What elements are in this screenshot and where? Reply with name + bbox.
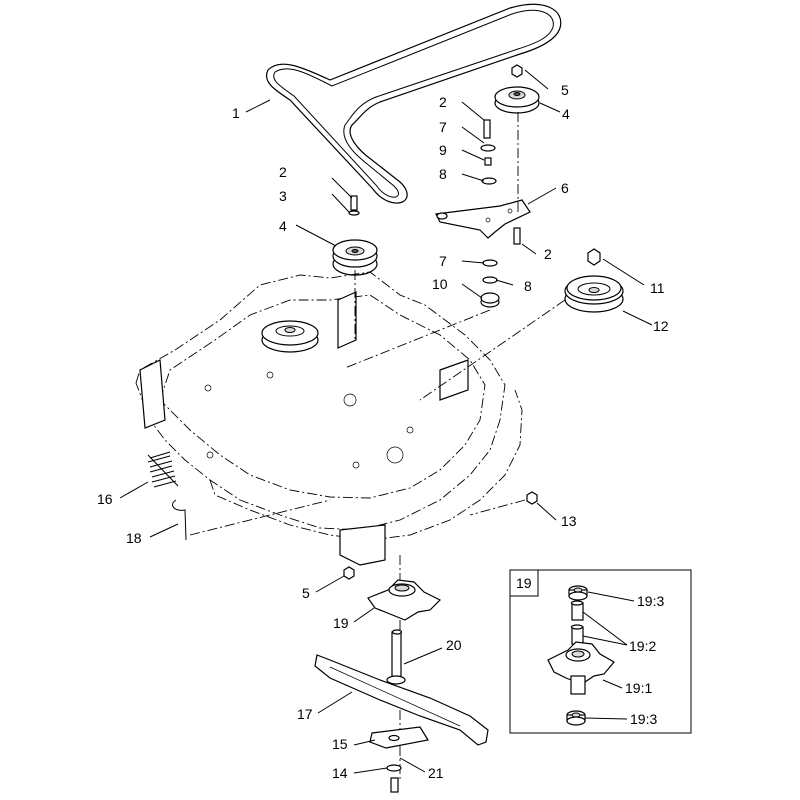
spindle-pulley bbox=[564, 248, 624, 313]
leader-lines bbox=[119, 69, 653, 774]
callout-5b: 5 bbox=[302, 585, 310, 601]
callout-8b: 8 bbox=[524, 278, 532, 294]
nut-5-bottom bbox=[343, 566, 355, 580]
spring bbox=[147, 451, 179, 488]
inset-spindle-detail bbox=[509, 569, 692, 734]
idler-pulley-left bbox=[332, 195, 378, 276]
callout-12: 12 bbox=[653, 318, 669, 334]
callout-14: 14 bbox=[332, 765, 348, 781]
idler-pulley-top bbox=[494, 64, 540, 114]
callout-17: 17 bbox=[297, 706, 313, 722]
callout-8a: 8 bbox=[439, 166, 447, 182]
blade bbox=[314, 654, 489, 746]
rod bbox=[172, 499, 187, 541]
callout-19-3-bottom: 19:3 bbox=[630, 711, 657, 727]
callout-15: 15 bbox=[332, 736, 348, 752]
washer-15 bbox=[386, 764, 402, 772]
callout-1: 1 bbox=[232, 105, 240, 121]
inset-labels: 19 19:3 19:2 19:1 19:3 bbox=[516, 575, 664, 727]
belt bbox=[266, 3, 562, 204]
callout-19-1: 19:1 bbox=[625, 680, 652, 696]
callout-4b: 4 bbox=[279, 218, 287, 234]
callout-7a: 7 bbox=[439, 119, 447, 135]
callout-19: 19 bbox=[333, 615, 349, 631]
callout-labels: 1 2 7 9 8 5 4 6 2 7 8 10 2 3 4 11 12 13 … bbox=[97, 82, 669, 781]
callout-2a: 2 bbox=[439, 94, 447, 110]
callout-6: 6 bbox=[561, 180, 569, 196]
bracket-stack bbox=[435, 119, 531, 308]
callout-21: 21 bbox=[428, 765, 444, 781]
bolt-13 bbox=[526, 491, 538, 505]
callout-2c: 2 bbox=[279, 164, 287, 180]
callout-18: 18 bbox=[126, 530, 142, 546]
spindle-housing bbox=[367, 579, 442, 621]
callout-5a: 5 bbox=[561, 82, 569, 98]
bolt-14 bbox=[390, 777, 399, 793]
callout-9: 9 bbox=[439, 142, 447, 158]
callout-4a: 4 bbox=[562, 106, 570, 122]
callout-2b: 2 bbox=[544, 246, 552, 262]
blade-plate bbox=[369, 726, 429, 749]
mower-deck bbox=[135, 112, 566, 780]
inset-title: 19 bbox=[516, 575, 532, 591]
spindle-shaft bbox=[386, 629, 406, 685]
callout-20: 20 bbox=[446, 637, 462, 653]
callout-11: 11 bbox=[650, 280, 665, 296]
callout-10: 10 bbox=[432, 276, 448, 292]
callout-13: 13 bbox=[561, 513, 577, 529]
callout-19-3-top: 19:3 bbox=[637, 593, 664, 609]
callout-19-2: 19:2 bbox=[629, 638, 656, 654]
callout-3: 3 bbox=[279, 188, 287, 204]
callout-7b: 7 bbox=[439, 253, 447, 269]
callout-16: 16 bbox=[97, 491, 113, 507]
